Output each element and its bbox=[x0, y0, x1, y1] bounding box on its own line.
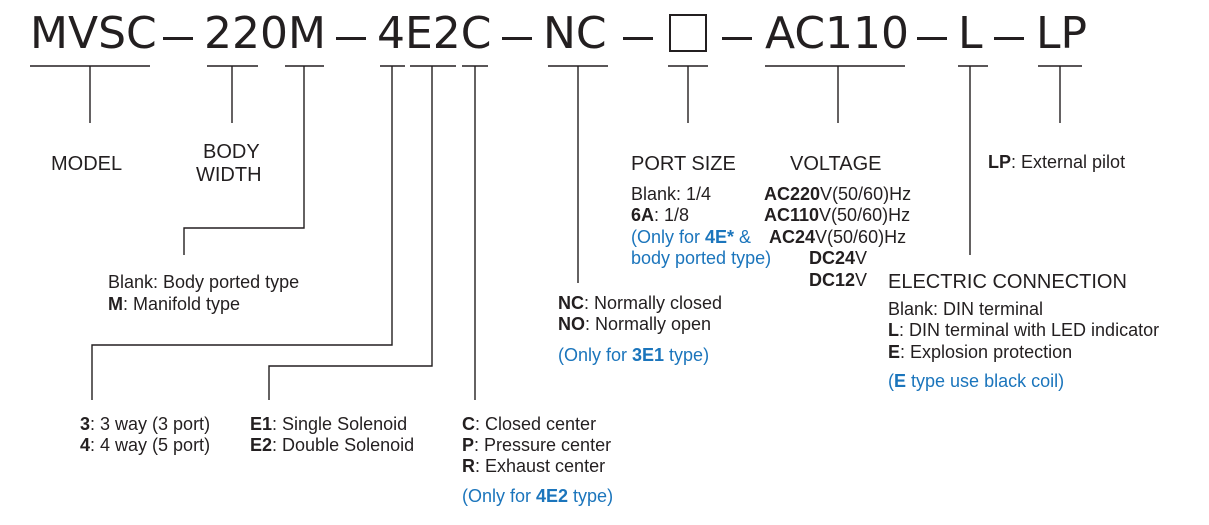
code-dash bbox=[722, 37, 752, 40]
code-function: 4E2C bbox=[377, 8, 492, 59]
connection-l-option: L: DIN terminal with LED indicator bbox=[888, 320, 1160, 340]
code-dash bbox=[336, 37, 366, 40]
code-voltage: AC110 bbox=[765, 8, 910, 59]
ways-3-option: 3: 3 way (3 port) bbox=[80, 414, 211, 434]
port-size-6a-option: 6A: 1/8 bbox=[631, 205, 690, 225]
connection-note: (E type use black coil) bbox=[888, 371, 1065, 391]
code-model: MVSC bbox=[30, 8, 157, 59]
solenoid-e2-option: E2: Double Solenoid bbox=[250, 435, 415, 455]
code-dash bbox=[163, 37, 193, 40]
voltage-option: DC12V bbox=[809, 270, 868, 290]
code-connection: L bbox=[958, 8, 983, 59]
connection-blank-option: Blank: DIN terminal bbox=[888, 299, 1044, 319]
code-pilot: LP bbox=[1036, 8, 1088, 59]
voltage-label: VOLTAGE bbox=[790, 153, 882, 175]
model-label: MODEL bbox=[51, 153, 123, 175]
center-r-option: R: Exhaust center bbox=[462, 456, 606, 476]
voltage-option: AC24V(50/60)Hz bbox=[769, 227, 907, 247]
ways-4-option: 4: 4 way (5 port) bbox=[80, 435, 211, 455]
center-note: (Only for 4E2 type) bbox=[462, 486, 614, 506]
body-width-label-line2: WIDTH bbox=[196, 164, 262, 186]
port-size-placeholder-box bbox=[669, 14, 707, 52]
connection-e-option: E: Explosion protection bbox=[888, 342, 1073, 362]
port-size-note-line2: body ported type) bbox=[631, 248, 772, 268]
connection-label: ELECTRIC CONNECTION bbox=[888, 271, 1127, 293]
voltage-option: AC220V(50/60)Hz bbox=[764, 184, 912, 204]
solenoid-e1-option: E1: Single Solenoid bbox=[250, 414, 408, 434]
voltage-option: DC24V bbox=[809, 248, 868, 268]
pilot-lp-option: LP: External pilot bbox=[988, 152, 1126, 172]
body-width-blank-option: Blank: Body ported type bbox=[108, 272, 300, 292]
body-width-m-option: M: Manifold type bbox=[108, 294, 241, 314]
code-dash bbox=[917, 37, 947, 40]
center-p-option: P: Pressure center bbox=[462, 435, 612, 455]
code-body-width: 220M bbox=[204, 8, 326, 59]
code-dash bbox=[623, 37, 653, 40]
voltage-option: AC110V(50/60)Hz bbox=[764, 205, 911, 225]
normal-note: (Only for 3E1 type) bbox=[558, 345, 710, 365]
code-dash bbox=[502, 37, 532, 40]
code-normal: NC bbox=[543, 8, 607, 59]
port-size-label: PORT SIZE bbox=[631, 153, 736, 175]
port-size-note: (Only for 4E* & bbox=[631, 227, 752, 247]
port-size-blank-option: Blank: 1/4 bbox=[631, 184, 712, 204]
normal-nc-option: NC: Normally closed bbox=[558, 293, 723, 313]
center-c-option: C: Closed center bbox=[462, 414, 597, 434]
normal-no-option: NO: Normally open bbox=[558, 314, 712, 334]
code-dash bbox=[994, 37, 1024, 40]
body-width-label: BODY bbox=[203, 141, 260, 163]
